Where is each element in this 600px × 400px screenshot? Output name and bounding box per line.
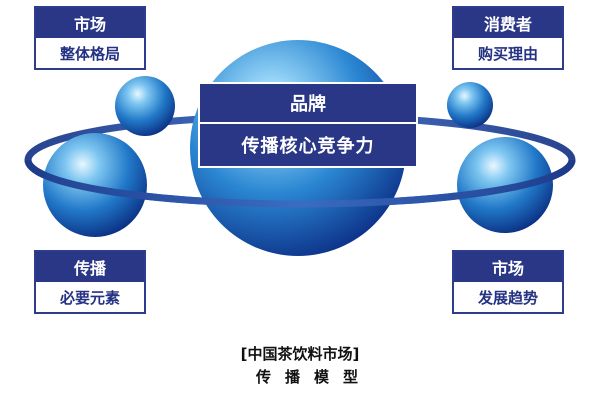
sphere-left [43, 133, 147, 237]
box-consumer-reason-sub: 购买理由 [477, 44, 538, 63]
sphere-right [457, 137, 553, 233]
center-label: 品牌 传播核心竞争力 [198, 82, 418, 168]
box-consumer-reason-header: 消费者 [454, 8, 562, 38]
center-label-brand: 品牌 [200, 84, 416, 124]
box-consumer-reason: 消费者 购买理由 [452, 6, 564, 70]
box-market-trend-header: 市场 [454, 252, 562, 282]
box-market-landscape-header: 市场 [36, 8, 144, 38]
box-communication-elements-sub: 必要元素 [59, 288, 120, 307]
sphere-top-left [115, 76, 175, 136]
center-label-core: 传播核心竞争力 [241, 136, 375, 157]
caption-title: [中国茶饮料市场] [240, 345, 360, 363]
box-market-trend: 市场 发展趋势 [452, 250, 564, 314]
sphere-top-right [447, 82, 493, 128]
box-communication-elements-header: 传播 [36, 252, 144, 282]
orbit-ring-front [24, 159, 576, 208]
box-communication-elements: 传播 必要元素 [34, 250, 146, 314]
box-market-trend-sub: 发展趋势 [477, 288, 538, 307]
box-market-landscape: 市场 整体格局 [34, 6, 146, 70]
caption-subtitle: 传播模型 [255, 368, 372, 386]
box-market-landscape-sub: 整体格局 [59, 44, 120, 63]
